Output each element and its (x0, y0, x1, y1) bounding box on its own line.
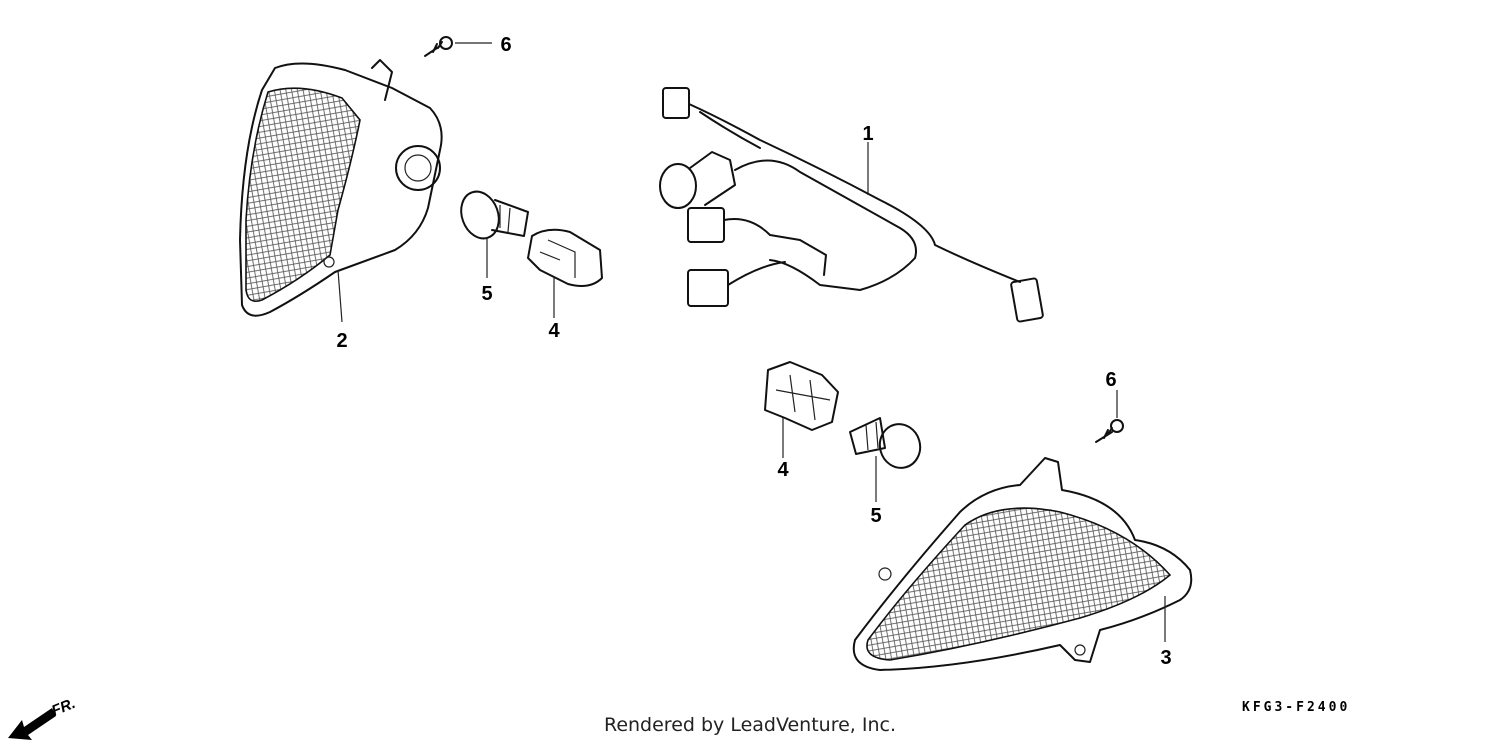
callout-part-5-right: 5 (870, 505, 881, 527)
callout-part-6-right: 6 (1105, 369, 1116, 391)
callout-part-2: 2 (336, 330, 347, 352)
left-turn-signal-housing (239, 59, 443, 317)
socket-left (527, 228, 603, 287)
right-turn-signal-housing (852, 457, 1193, 671)
callout-part-6-top: 6 (500, 34, 511, 56)
callout-part-1: 1 (862, 123, 873, 145)
callout-part-4-right: 4 (777, 459, 789, 481)
socket-right (764, 361, 839, 431)
diagram-code: KFG3-F2400 (1242, 700, 1351, 715)
bulb-right (849, 417, 922, 469)
screw-top (424, 36, 453, 57)
bulb-left (460, 190, 529, 240)
callout-part-3: 3 (1160, 647, 1171, 669)
front-arrow-icon (8, 708, 56, 740)
callout-part-4-left: 4 (548, 320, 560, 342)
screw-right (1095, 419, 1124, 443)
callout-part-5-left: 5 (481, 283, 492, 305)
render-credit: Rendered by LeadVenture, Inc. (603, 714, 897, 736)
wire-harness (659, 87, 1044, 323)
